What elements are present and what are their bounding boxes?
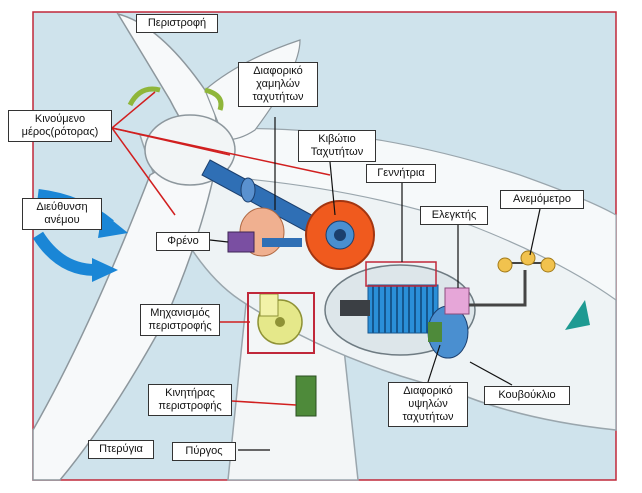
yaw-drive-highlight [247,292,315,354]
rotor-leader-4 [111,127,231,156]
gearbox-gear [305,200,375,270]
label-tower: Πύργος [172,442,236,461]
label-blade: Πτερύγια [88,440,154,459]
nacelle-leader [469,361,513,386]
generator-coil [367,284,439,334]
yaw-motor-leader [231,400,297,406]
label-anemometer: Ανεμόμετρο [500,190,584,209]
brake-leader [209,239,229,243]
yaw-drive-post [259,293,279,317]
anemometer-cup-1 [497,257,513,273]
wind-arrow-bottom [32,231,96,276]
controller-box [444,287,470,315]
high-speed-leader [427,344,441,383]
rotor-leader-3 [111,127,176,216]
label-controller: Ελεγκτής [420,206,488,225]
anemometer-leader [529,208,541,256]
label-rotor: Κινούμενο μέρος(ρότορας) [8,110,112,142]
generator-rotor-shaft [340,300,370,316]
generator-highlight [365,261,437,287]
rotation-arrow-right [204,87,224,111]
yaw-motor [295,375,317,417]
anemometer-cup-3 [540,257,556,273]
label-gearbox: Κιβώτιο Ταχυτήτων [298,130,376,162]
label-rotation: Περιστροφή [136,14,218,33]
gearbox-leader [329,161,336,216]
rotor-leader-1 [111,91,156,129]
label-yaw-drive: Μηχανισμός περιστροφής [140,304,220,336]
high-speed-coupling [428,322,442,342]
brake-caliper [227,231,255,253]
wind-arrow-top-head [98,212,128,238]
wind-arrow-bottom-head [92,258,118,282]
brake-shaft [262,238,302,247]
label-yaw-motor: Κινητήρας περιστροφής [148,384,232,416]
label-nacelle: Κουβούκλιο [484,386,570,405]
label-wind-direction: Διεύθυνση ανέμου [22,198,102,230]
label-generator: Γεννήτρια [366,164,436,183]
label-brake: Φρένο [156,232,210,251]
rotation-arrow-left [127,86,161,107]
label-low-speed-shaft: Διαφορικό χαμηλών ταχυτήτων [238,62,318,107]
anemometer-cup-2 [520,250,536,266]
wind-vane [565,300,590,330]
label-high-speed-shaft: Διαφορικό υψηλών ταχυτήτων [388,382,468,427]
shaft-collar [240,177,256,203]
anemometer-mast [469,270,527,307]
